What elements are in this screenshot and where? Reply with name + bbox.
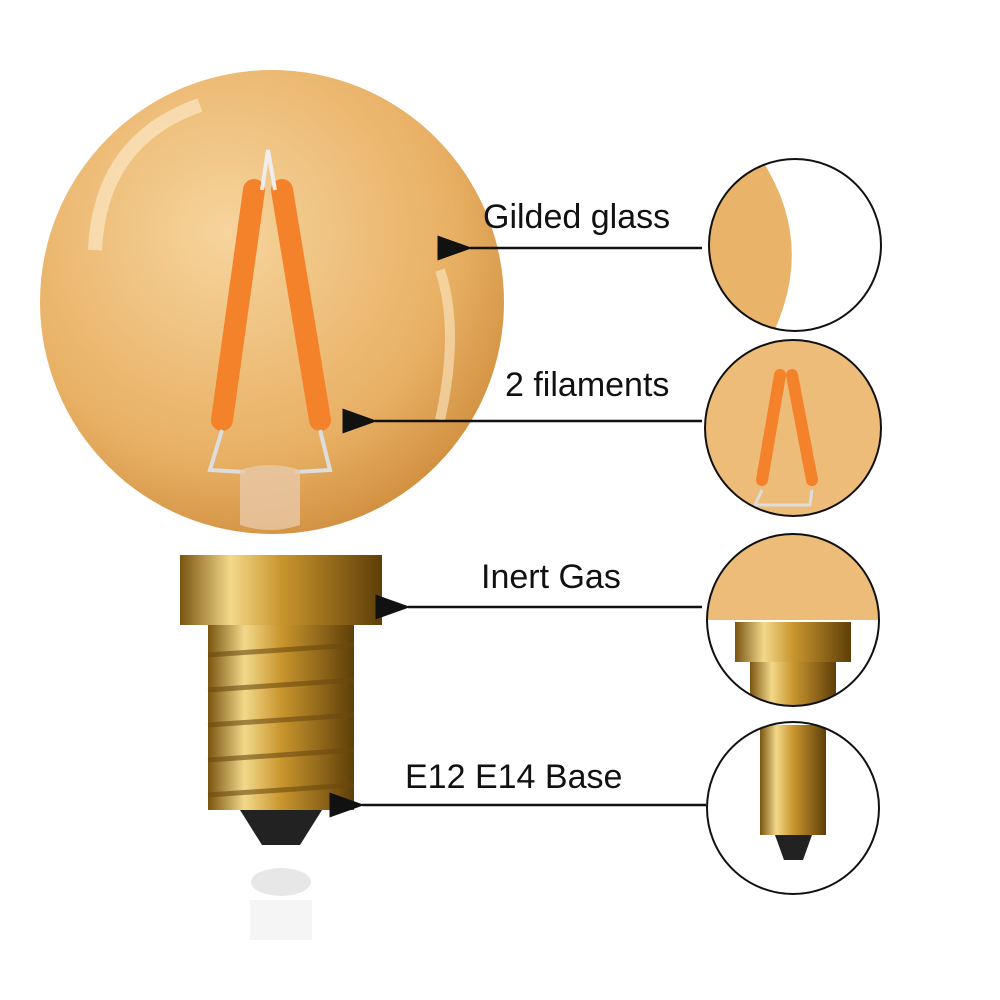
- detail-glass: [708, 158, 882, 332]
- detail-filaments: [704, 339, 882, 517]
- bulb-glass: [40, 70, 504, 534]
- bulb-collar: [180, 555, 382, 625]
- arrows: [329, 235, 706, 818]
- label-base: E12 E14 Base: [405, 758, 623, 796]
- bulb-illustration: [40, 70, 504, 940]
- label-inert-gas: Inert Gas: [481, 558, 621, 596]
- label-filaments: 2 filaments: [505, 366, 670, 404]
- label-gilded-glass: Gilded glass: [483, 198, 671, 236]
- screw-base: [207, 625, 355, 940]
- detail-gas: [706, 533, 880, 707]
- filaments: [207, 149, 333, 474]
- detail-base: [706, 721, 880, 895]
